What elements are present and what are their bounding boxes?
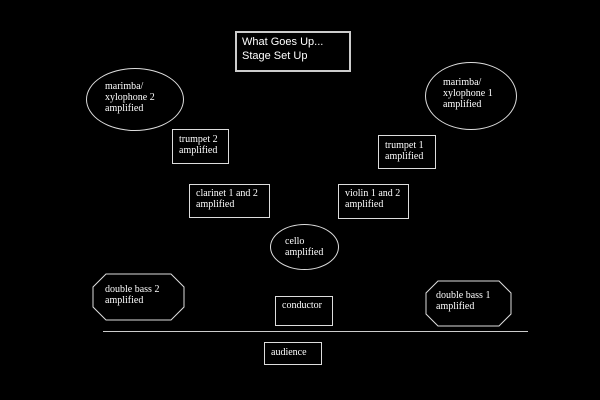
trumpet-2-node: trumpet 2 amplified xyxy=(172,129,229,164)
double-bass-2-outline xyxy=(92,273,185,321)
label: amplified xyxy=(385,151,424,162)
marimba-xylophone-1-node: marimba/ xylophone 1 amplified xyxy=(425,62,517,130)
title-line-1: What Goes Up... xyxy=(242,36,324,48)
double-bass-1-outline xyxy=(425,280,512,327)
stage-edge-line xyxy=(103,331,528,332)
cello-node: cello amplified xyxy=(270,224,339,270)
label: marimba/ xyxy=(443,77,482,88)
label: conductor xyxy=(282,300,322,311)
label: amplified xyxy=(285,247,324,258)
title-line-2: Stage Set Up xyxy=(242,50,308,62)
label: amplified xyxy=(196,199,235,210)
conductor-node: conductor xyxy=(275,296,333,326)
label: double bass 1 xyxy=(436,290,491,301)
double-bass-1-node: double bass 1 amplified xyxy=(425,280,512,327)
label: amplified xyxy=(345,199,384,210)
label: marimba/ xyxy=(105,81,144,92)
label: amplified xyxy=(105,295,144,306)
label: amplified xyxy=(436,301,475,312)
label: amplified xyxy=(105,103,144,114)
label: amplified xyxy=(179,145,218,156)
label: cello xyxy=(285,236,305,247)
title-box: What Goes Up... Stage Set Up xyxy=(235,31,351,72)
trumpet-1-node: trumpet 1 amplified xyxy=(378,135,436,169)
audience-node: audience xyxy=(264,342,322,365)
label: trumpet 2 xyxy=(179,134,218,145)
label: double bass 2 xyxy=(105,284,160,295)
label: audience xyxy=(271,347,307,358)
label: clarinet 1 and 2 xyxy=(196,188,258,199)
label: xylophone 2 xyxy=(105,92,155,103)
violin-node: violin 1 and 2 amplified xyxy=(338,184,409,219)
marimba-xylophone-2-node: marimba/ xylophone 2 amplified xyxy=(86,68,184,131)
double-bass-2-node: double bass 2 amplified xyxy=(92,273,185,321)
clarinet-node: clarinet 1 and 2 amplified xyxy=(189,184,270,218)
label: amplified xyxy=(443,99,482,110)
label: xylophone 1 xyxy=(443,88,493,99)
label: trumpet 1 xyxy=(385,140,424,151)
label: violin 1 and 2 xyxy=(345,188,401,199)
